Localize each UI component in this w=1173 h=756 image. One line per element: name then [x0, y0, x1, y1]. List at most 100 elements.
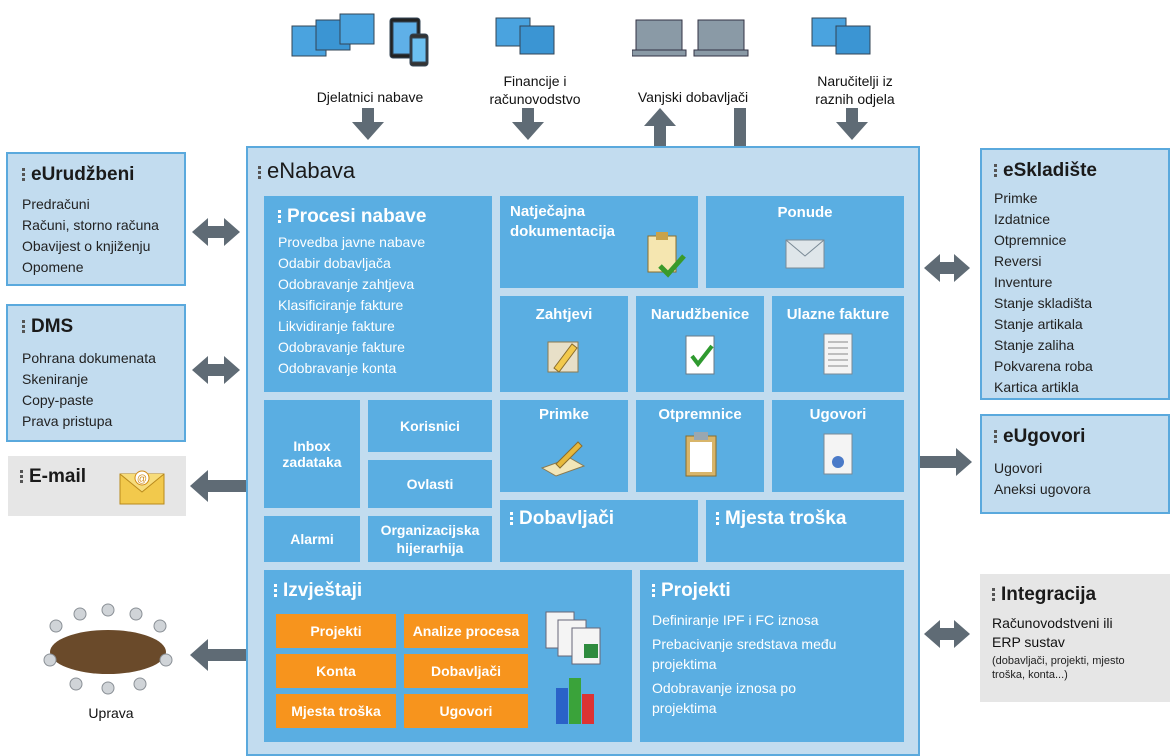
arrow-down-financije: [512, 108, 544, 140]
ugovori-panel[interactable]: Ugovori: [772, 400, 904, 492]
eskladiste-item: Stanje zaliha: [994, 337, 1075, 353]
projekti-item: Odobravanje iznosa po projektima: [652, 680, 796, 716]
izvjestaji-panel[interactable]: Izvještaji Projekti Analize procesa Kont…: [264, 570, 632, 742]
alarmi-panel[interactable]: Alarmi: [264, 516, 360, 562]
clipboard-icon: [685, 432, 717, 477]
report-mjesta-troska-button[interactable]: Mjesta troška: [276, 694, 396, 728]
excel-files-icon: [545, 611, 601, 665]
integracija-line1: Računovodstveni ili: [992, 615, 1113, 631]
report-analize-button[interactable]: Analize procesa: [404, 614, 528, 648]
signing-icon: [540, 441, 586, 477]
org-hijerarhija-panel[interactable]: Organizacijska hijerarhija: [368, 516, 492, 562]
mjesta-troska-panel[interactable]: Mjesta troška: [706, 500, 904, 562]
eugovori-item: Ugovori: [994, 460, 1043, 476]
meeting-table-icon: [43, 603, 173, 695]
arrow-uprava: [190, 639, 270, 671]
actor-narucitelji-label: Naručitelji iz raznih odjela: [815, 73, 895, 107]
computers-icon: [490, 12, 570, 72]
inbox-zadataka-panel[interactable]: Inbox zadataka: [264, 400, 360, 508]
dms-item: Skeniranje: [22, 371, 89, 387]
integracija-box[interactable]: Integracija Računovodstveni ili ERP sust…: [980, 574, 1170, 702]
arrow-down-djelatnici: [352, 108, 384, 140]
report-projekti-button[interactable]: Projekti: [276, 614, 396, 648]
enabava-title-text: eNabava: [267, 158, 356, 183]
ulazne-fakture-panel[interactable]: Ulazne fakture: [772, 296, 904, 392]
bar-chart-3d-icon: [556, 678, 594, 724]
email-title: E-mail: [29, 466, 87, 487]
eskladiste-item: Stanje skladišta: [994, 295, 1093, 311]
eurudzbeni-title: eUrudžbeni: [31, 164, 135, 185]
report-konta-button[interactable]: Konta: [276, 654, 396, 688]
eurudzbeni-item: Obavijest o knjiženju: [22, 238, 151, 254]
zahtjevi-label: Zahtjevi: [535, 306, 593, 323]
scroll-pencil-icon: [547, 341, 579, 373]
actor-vanjski-label: Vanjski dobavljači: [637, 89, 749, 105]
otpremnice-panel[interactable]: Otpremnice: [636, 400, 764, 492]
narudzbenice-panel[interactable]: Narudžbenice: [636, 296, 764, 392]
eskladiste-item: Izdatnice: [994, 211, 1051, 227]
ovlasti-panel[interactable]: Ovlasti: [368, 460, 492, 508]
arrow-integracija: [924, 620, 970, 648]
eurudzbeni-item: Opomene: [22, 259, 84, 275]
projekti-item: Definiranje IPF i FC iznosa: [652, 612, 819, 628]
integracija-line2: ERP sustav: [992, 634, 1065, 650]
eskladiste-item: Pokvarena roba: [994, 358, 1093, 374]
svg-text:@: @: [137, 474, 147, 485]
mjesta-troska-label: Mjesta troška: [725, 508, 847, 529]
arrow-email: [190, 470, 264, 502]
procesi-item: Odabir dobavljača: [278, 255, 391, 271]
email-box[interactable]: E-mail @: [8, 456, 186, 516]
clipboard-check-icon: [647, 232, 686, 278]
procesi-item: Provedba javne nabave: [278, 234, 426, 250]
primke-panel[interactable]: Primke: [500, 400, 628, 492]
ugovori-label: Ugovori: [809, 406, 867, 423]
integracija-title: Integracija: [1001, 584, 1097, 605]
eskladiste-item: Reversi: [994, 253, 1042, 269]
otpremnice-label: Otpremnice: [658, 406, 742, 423]
natjecajna-label: Natječajna dokumentacija: [510, 203, 616, 240]
ponude-panel[interactable]: Ponude: [706, 196, 904, 288]
dms-item: Copy-paste: [22, 392, 94, 408]
computers-icon: [806, 12, 886, 72]
integracija-note: (dobavljači, projekti, mjesto troška, ko…: [992, 655, 1125, 681]
zahtjevi-panel[interactable]: Zahtjevi: [500, 296, 628, 392]
procesi-item: Klasificiranje fakture: [278, 297, 404, 313]
contract-icon: [823, 433, 853, 475]
primke-label: Primke: [538, 406, 590, 423]
dms-title: DMS: [31, 316, 74, 337]
procesi-title: Procesi nabave: [287, 206, 427, 227]
arrow-eurudzbeni: [192, 218, 240, 246]
procesi-item: Likvidiranje fakture: [278, 318, 395, 334]
procesi-item: Odobravanje zahtjeva: [278, 276, 415, 292]
korisnici-panel[interactable]: Korisnici: [368, 400, 492, 452]
report-dobavljaci-button[interactable]: Dobavljači: [404, 654, 528, 688]
dobavljaci-panel[interactable]: Dobavljači: [500, 500, 698, 562]
report-ugovori-button[interactable]: Ugovori: [404, 694, 528, 728]
dms-item: Pohrana dokumenata: [22, 350, 156, 366]
eskladiste-item: Inventure: [994, 274, 1053, 290]
invoice-icon: [823, 333, 853, 375]
eskladiste-item: Otpremnice: [994, 232, 1067, 248]
eugovori-item: Aneksi ugovora: [994, 481, 1091, 497]
dobavljaci-label: Dobavljači: [519, 508, 615, 529]
arrow-dms: [192, 356, 240, 384]
eskladiste-title: eSkladište: [1003, 160, 1097, 181]
uprava-label: Uprava: [88, 705, 134, 721]
eskladiste-item: Stanje artikala: [994, 316, 1083, 332]
actor-financije-label: Financije i računovodstvo: [489, 73, 581, 107]
natjecajna-panel[interactable]: Natječajna dokumentacija: [500, 196, 698, 288]
eskladiste-item: Primke: [994, 190, 1038, 206]
procesi-item: Odobravanje fakture: [278, 339, 405, 355]
procesi-item: Odobravanje konta: [278, 360, 397, 376]
